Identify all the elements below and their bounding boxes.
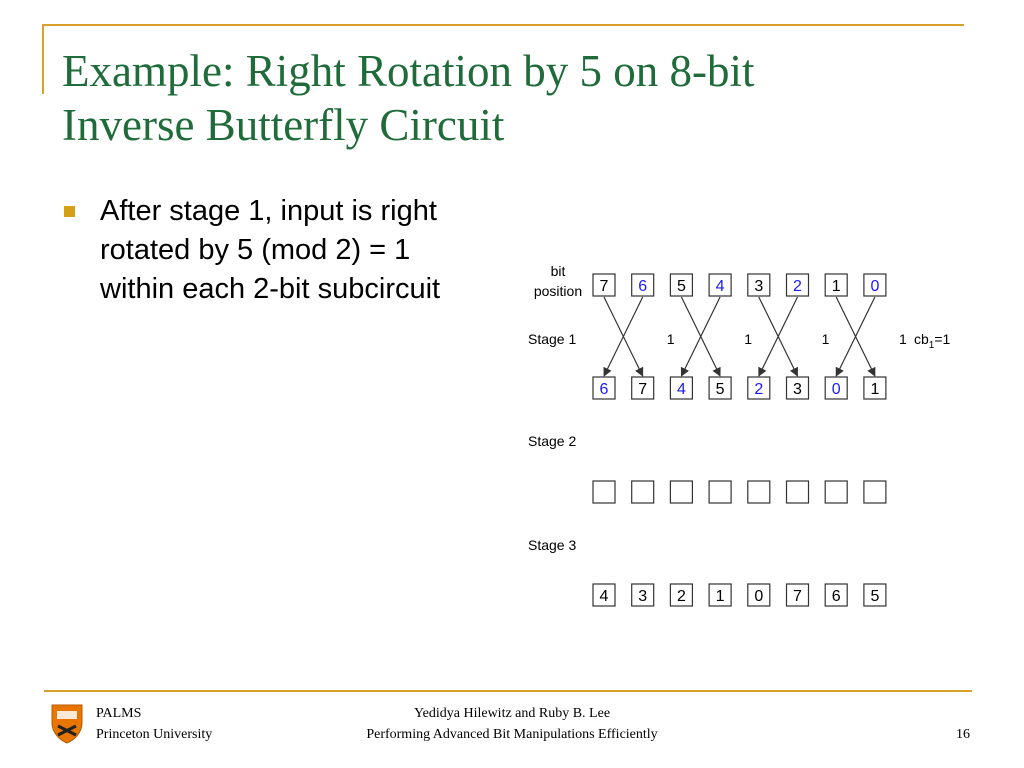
stage-2-row-box-3	[708, 480, 732, 504]
stage-3-row-box-0	[592, 583, 616, 607]
input-row-bit-7: 0	[870, 278, 879, 295]
stage-3-row-bit-0: 4	[600, 588, 609, 605]
input-row-bit-6: 1	[832, 278, 841, 295]
stage-1-row-box-3	[708, 376, 732, 400]
stage-3-row-box-2	[669, 583, 693, 607]
top-rule	[42, 24, 964, 26]
stage-1-arrow-1-b	[680, 296, 721, 377]
stage-3-row-box-4	[747, 583, 771, 607]
stage-1-row-bit-4: 2	[754, 381, 763, 398]
stage-1-row-box-6	[824, 376, 848, 400]
stage-3-row-box-1	[631, 583, 655, 607]
input-row-bit-3: 4	[716, 278, 725, 295]
footer-university: Princeton University	[96, 727, 213, 742]
stage-3-row-box-5	[785, 583, 810, 607]
footer-authors: Yedidya Hilewitz and Ruby B. Lee	[413, 706, 611, 721]
stage-1-row-box-1	[631, 376, 655, 400]
stage-3-row-bit-1: 3	[638, 588, 647, 605]
input-row-box-5	[785, 273, 810, 297]
stage-1-control-2: 1	[822, 331, 830, 347]
input-row-bit-4: 3	[754, 278, 763, 295]
stage-2-row-box-1	[631, 480, 655, 504]
princeton-shield-icon	[51, 704, 83, 744]
stage-3-row-bit-2: 2	[677, 588, 686, 605]
input-row-box-3	[708, 273, 732, 297]
cb1-label-subscript: 1	[929, 340, 935, 351]
bit-position-label-line-2: position	[534, 283, 582, 299]
input-row-bit-2: 5	[677, 278, 686, 295]
square-bullet-icon	[64, 206, 75, 217]
footer-talk-title: Performing Advanced Bit Manipulations Ef…	[366, 727, 658, 742]
stage-2-row-box-7	[863, 480, 887, 504]
cb1-label-value: =1	[934, 331, 950, 347]
stage-1-row-bit-3: 5	[716, 381, 725, 398]
input-row-box-2	[669, 273, 693, 297]
stage-3-row-bit-7: 5	[870, 588, 879, 605]
stage-1-row-bit-1: 7	[638, 381, 647, 398]
stage-1-row-box-0	[592, 376, 616, 400]
stage-1-row-bit-5: 3	[793, 381, 802, 398]
stage-3-row-box-6	[824, 583, 848, 607]
input-row-box-0	[592, 273, 616, 297]
input-row-bit-1: 6	[638, 278, 647, 295]
stage-1-row-bit-7: 1	[870, 381, 879, 398]
input-row-box-4	[747, 273, 771, 297]
bullet-text: After stage 1, input is right rotated by…	[100, 195, 441, 305]
stage-3-row-box-3	[708, 583, 732, 607]
slide-title: Example: Right Rotation by 5 on 8-bit In…	[62, 44, 962, 152]
stage-1-row-box-7	[863, 376, 887, 400]
footer-rule	[44, 690, 972, 692]
page-number: 16	[956, 727, 970, 742]
stage-1-label: Stage 1	[528, 331, 576, 347]
stage-1-control-3: 1	[899, 331, 907, 347]
cb1-label: cb1=1	[914, 331, 951, 351]
footer-org: PALMS	[96, 706, 142, 721]
stage-1-control-1: 1	[744, 331, 752, 347]
stage-3-label: Stage 3	[528, 537, 576, 553]
butterfly-diagram: bit position Stage 1 Stage 2 Stage 3 cb1…	[528, 263, 951, 607]
input-row-bit-5: 2	[793, 278, 802, 295]
stage-1-control-0: 1	[667, 331, 675, 347]
bit-position-label-line-1: bit	[551, 263, 566, 279]
stage-3-row-bit-6: 6	[832, 588, 841, 605]
stage-2-row-box-0	[592, 480, 616, 504]
stage-1-row-bit-6: 0	[832, 381, 841, 398]
input-row-box-1	[631, 273, 655, 297]
left-rule	[42, 24, 44, 94]
stage-2-row-box-4	[747, 480, 771, 504]
input-row-bit-0: 7	[600, 278, 609, 295]
stage-2-row-box-5	[785, 480, 810, 504]
stage-1-arrow-0-b	[603, 296, 644, 377]
stage-3-row-bit-4: 0	[754, 588, 763, 605]
stage-3-row-box-7	[863, 583, 887, 607]
stage-3-row-bit-3: 1	[716, 588, 725, 605]
stage-3-row-bit-5: 7	[793, 588, 802, 605]
slide-title-line-1: Example: Right Rotation by 5 on 8-bit	[62, 46, 755, 96]
stage-1-row-box-2	[669, 376, 693, 400]
cb1-label-base: cb	[914, 331, 929, 347]
stage-1-row-box-4	[747, 376, 771, 400]
stage-1-row-box-5	[785, 376, 810, 400]
stage-2-row-box-6	[824, 480, 848, 504]
input-row-box-6	[824, 273, 848, 297]
stage-1-row-bit-0: 6	[600, 381, 609, 398]
stage-2-label: Stage 2	[528, 433, 576, 449]
stage-2-row-box-2	[669, 480, 693, 504]
diagram-elements: 7 6 5 4 3 2 1 0 6 7 4 5 2 3 0 1 4 3 2 1 0 7 6 5 1 1 1 1	[592, 273, 907, 607]
stage-1-arrow-2-b	[758, 296, 799, 377]
stage-1-row-bit-2: 4	[677, 381, 686, 398]
slide-title-line-2: Inverse Butterfly Circuit	[62, 100, 505, 150]
stage-1-arrow-3-b	[835, 296, 876, 377]
input-row-box-7	[863, 273, 887, 297]
